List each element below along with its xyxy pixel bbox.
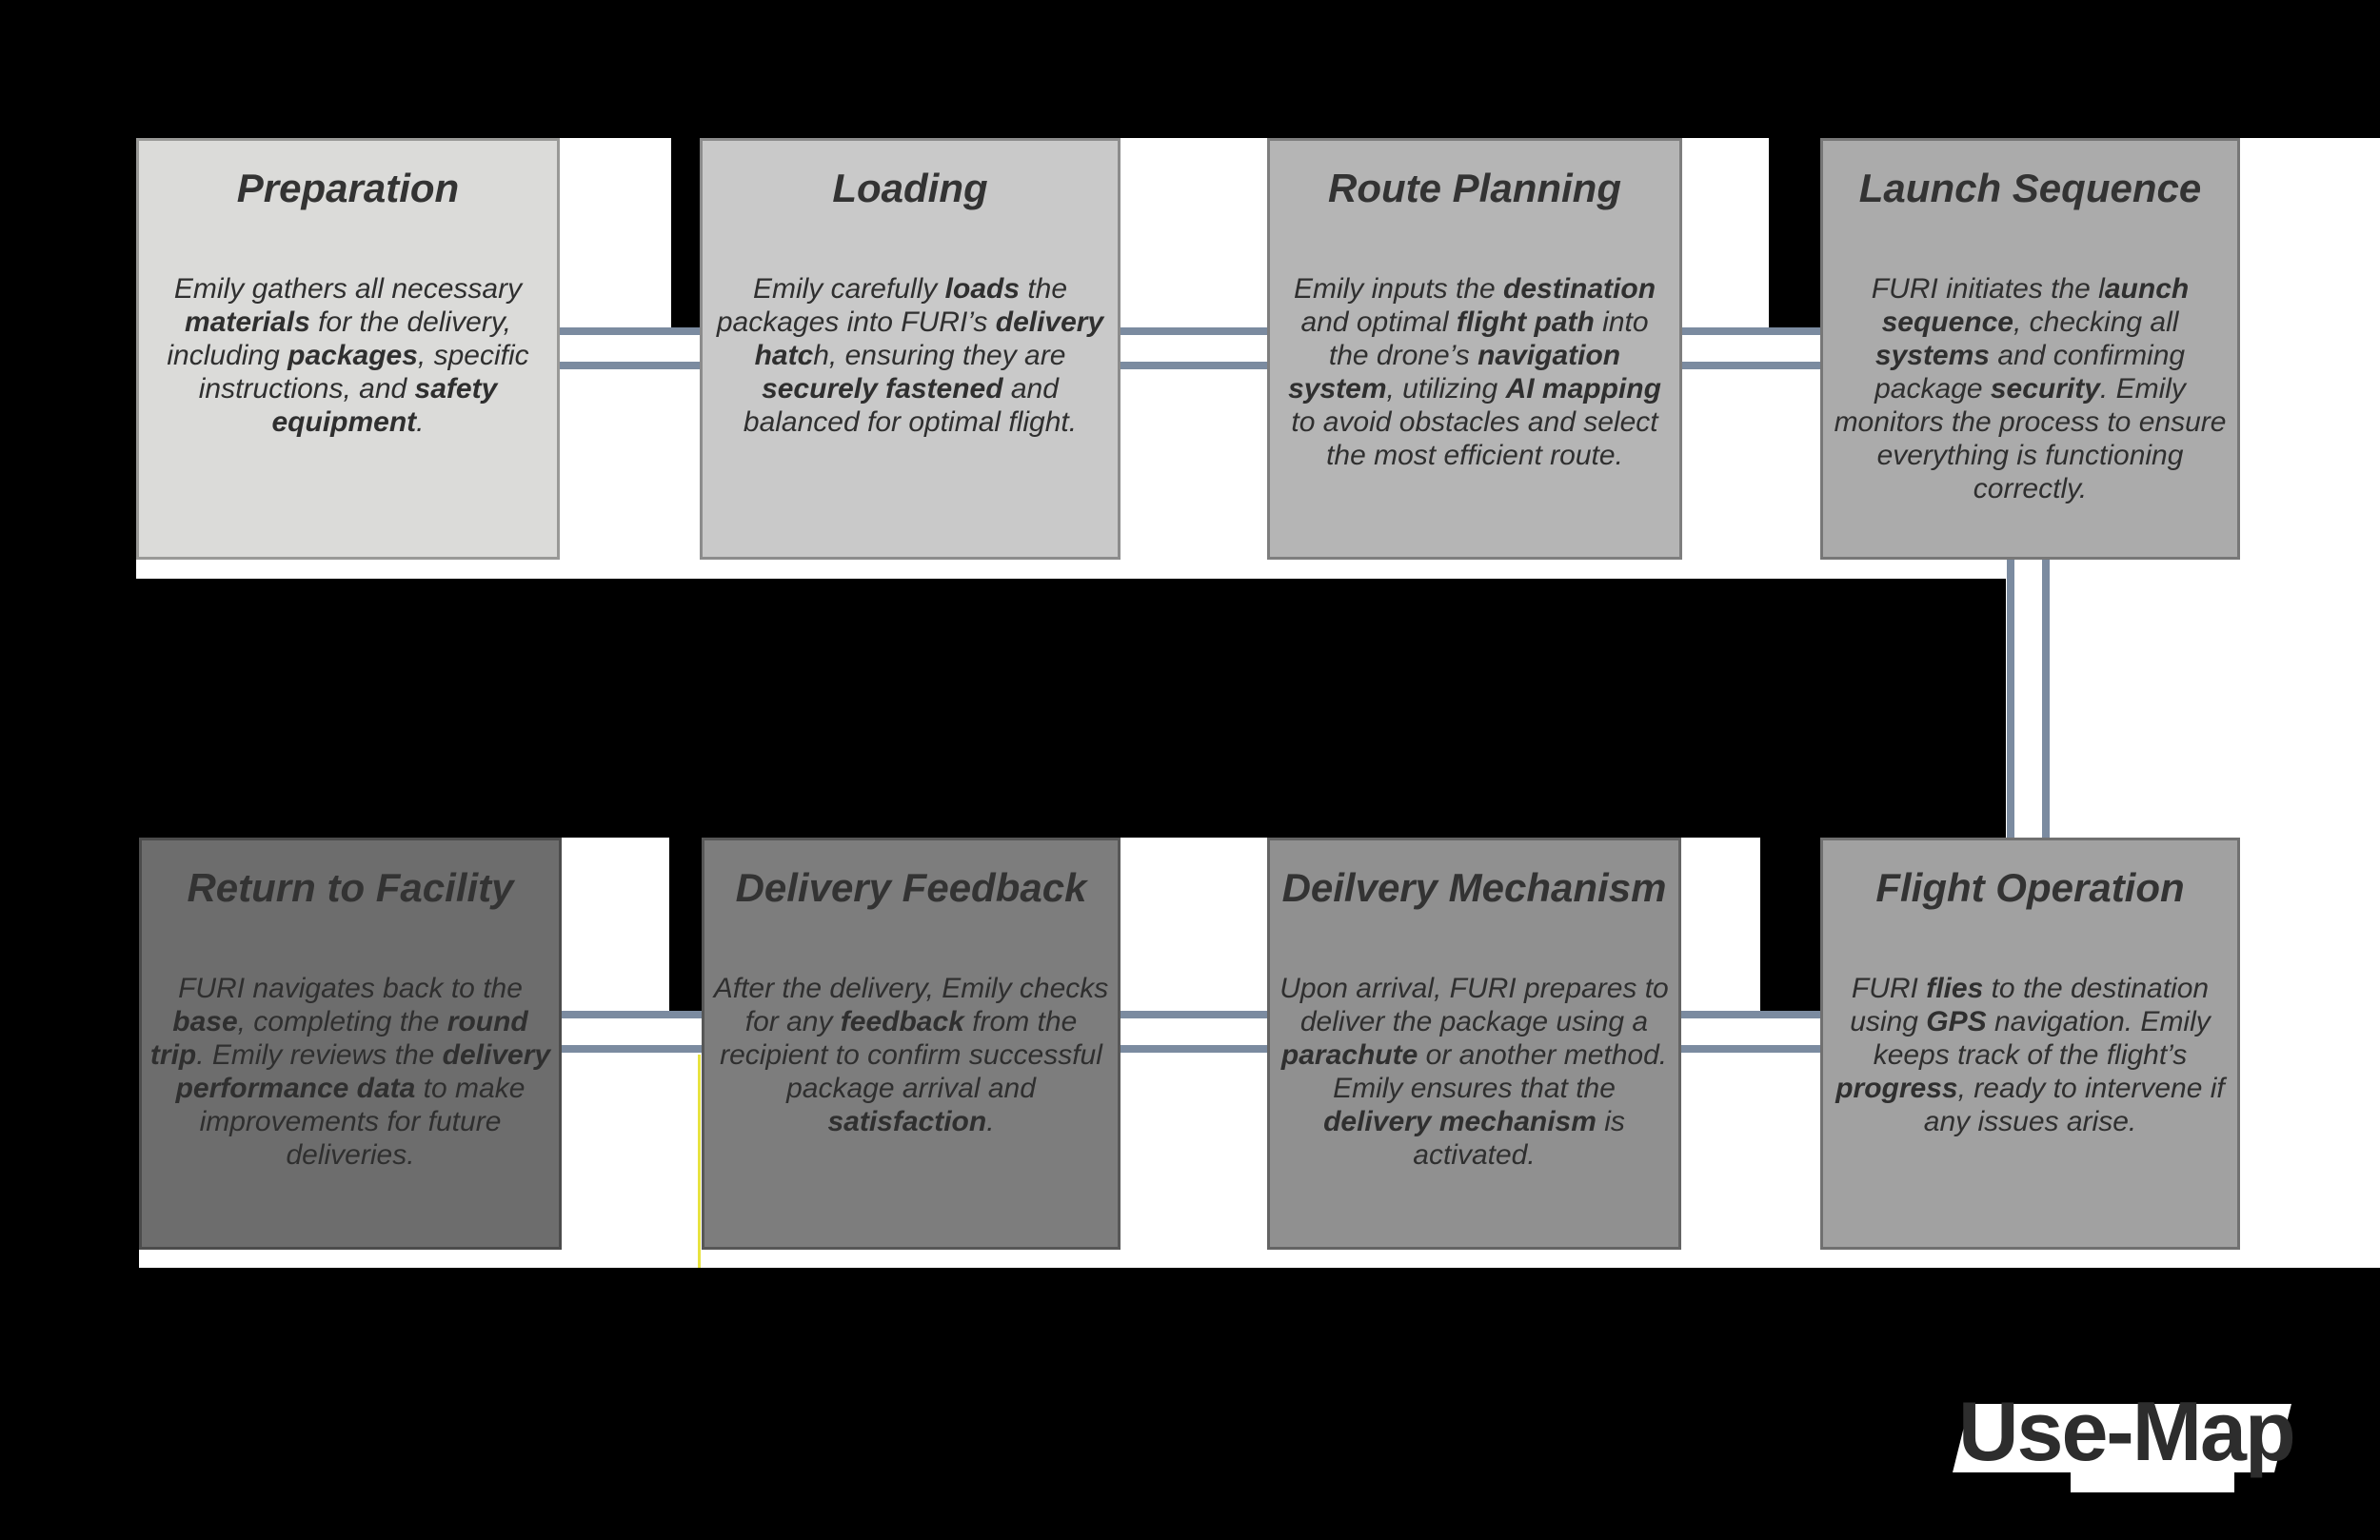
background-notch bbox=[1760, 838, 1820, 1011]
connector-mechanism-flight-line-2 bbox=[1680, 1045, 1820, 1053]
step-title: Route Planning bbox=[1328, 166, 1621, 210]
step-description: Emily carefully loads the packages into … bbox=[716, 273, 1104, 438]
background-notch bbox=[1769, 138, 1820, 327]
use-map-logo: Use-Map bbox=[1942, 1384, 2342, 1513]
step-title: Delivery Feedback bbox=[735, 865, 1087, 910]
step-description: FURI navigates back to the base, complet… bbox=[149, 973, 551, 1171]
step-description: Emily gathers all necessary materials fo… bbox=[167, 273, 529, 438]
step-description: Upon arrival, FURI prepares to deliver t… bbox=[1279, 973, 1669, 1171]
yellow-artifact-line bbox=[698, 1055, 701, 1268]
step-title: Return to Facility bbox=[187, 865, 514, 910]
step-description: After the delivery, Emily checks for any… bbox=[713, 973, 1109, 1137]
step-box-return-to-facility: Return to Facility FURI navigates back t… bbox=[139, 838, 562, 1250]
connector-return-feedback-line-1 bbox=[562, 1011, 702, 1018]
connector-mechanism-flight-line-1 bbox=[1680, 1011, 1820, 1018]
step-box-route-planning: Route Planning Emily inputs the destinat… bbox=[1267, 138, 1682, 560]
connector-loading-route-planning-line-1 bbox=[1117, 327, 1267, 335]
step-title: Preparation bbox=[236, 166, 460, 210]
step-description: Emily inputs the destination and optimal… bbox=[1288, 273, 1661, 471]
step-description: FURI initiates the launch sequence, chec… bbox=[1834, 273, 2227, 504]
step-description: FURI flies to the destination using GPS … bbox=[1835, 973, 2225, 1137]
step-box-delivery-feedback: Delivery Feedback After the delivery, Em… bbox=[702, 838, 1121, 1250]
connector-loading-route-planning-line-2 bbox=[1117, 362, 1267, 369]
connector-launch-flight-vertical-line-1 bbox=[2007, 560, 2014, 838]
step-box-launch-sequence: Launch Sequence FURI initiates the launc… bbox=[1820, 138, 2240, 560]
connector-return-feedback-line-2 bbox=[562, 1045, 702, 1053]
right-bridge-panel bbox=[2006, 560, 2380, 838]
connector-preparation-loading-line-1 bbox=[560, 327, 700, 335]
connector-route-planning-launch-sequence-line-2 bbox=[1682, 362, 1820, 369]
logo-text: Use-Map bbox=[1958, 1384, 2296, 1478]
step-box-flight-operation: Flight Operation FURI flies to the desti… bbox=[1820, 838, 2240, 1250]
step-box-delivery-mechanism: Deilvery Mechanism Upon arrival, FURI pr… bbox=[1267, 838, 1681, 1250]
step-title: Deilvery Mechanism bbox=[1281, 865, 1667, 910]
connector-preparation-loading-line-2 bbox=[560, 362, 700, 369]
connector-feedback-mechanism-line-2 bbox=[1118, 1045, 1267, 1053]
connector-route-planning-launch-sequence-line-1 bbox=[1682, 327, 1820, 335]
logo-halo-shape bbox=[2071, 1470, 2234, 1492]
connector-feedback-mechanism-line-1 bbox=[1118, 1011, 1267, 1018]
step-title: Launch Sequence bbox=[1858, 166, 2202, 210]
step-title: Loading bbox=[832, 166, 988, 210]
step-box-preparation: Preparation Emily gathers all necessary … bbox=[136, 138, 560, 560]
connector-launch-flight-vertical-line-2 bbox=[2042, 560, 2050, 838]
background-notch bbox=[671, 138, 700, 327]
step-box-loading: Loading Emily carefully loads the packag… bbox=[700, 138, 1121, 560]
background-notch bbox=[669, 838, 702, 1011]
step-title: Flight Operation bbox=[1875, 865, 2185, 910]
